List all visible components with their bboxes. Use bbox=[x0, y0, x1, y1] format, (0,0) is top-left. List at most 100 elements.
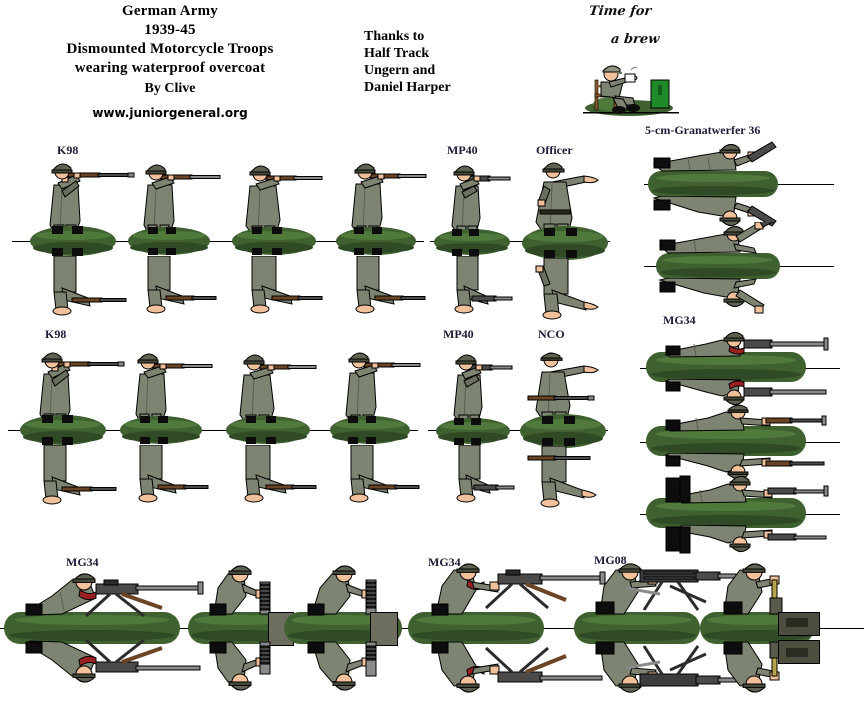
boot-r2f3-a-mirror bbox=[246, 437, 256, 444]
figure-mg34-prone-3 bbox=[646, 474, 861, 504]
label-mp40-row2: MP40 bbox=[443, 327, 474, 341]
label-k98-row1-a: K98 bbox=[57, 143, 79, 157]
boot-r1f2-b-mirror bbox=[166, 248, 176, 255]
title-line-4: wearing waterproof overcoat bbox=[74, 60, 266, 76]
label-granatwerfer: 5-cm-Granatwerfer 36 bbox=[645, 123, 761, 137]
boot-r2f5-b bbox=[471, 418, 481, 425]
boot-r2f2-b bbox=[158, 416, 168, 423]
figure-granatwerfer-crew-1 bbox=[648, 140, 848, 175]
brew-vignette: Time for a brew bbox=[575, 0, 695, 118]
boot-r1f5-a-mirror bbox=[452, 249, 462, 256]
fold-line-row2-right bbox=[428, 430, 608, 431]
boot-r2f3-b bbox=[266, 416, 276, 423]
figure-mg34-tripod-gunner-mirror bbox=[12, 638, 222, 696]
label-k98-row2: K98 bbox=[45, 327, 67, 341]
figure-mp40-kneeling-1 bbox=[434, 255, 544, 316]
boot-r1f6-a bbox=[544, 228, 555, 236]
site-url: www.juniorgeneral.org bbox=[92, 106, 248, 120]
figure-mg34-prone-3-mirror bbox=[646, 524, 861, 565]
title-line-3: Dismounted Motorcycle Troops bbox=[66, 41, 274, 57]
figure-mg34-loader-1 bbox=[188, 558, 308, 618]
brew-caption-line-1: Time for bbox=[588, 4, 653, 19]
ammo-box-r3g6-mirror bbox=[778, 640, 820, 664]
base-gw-1 bbox=[648, 171, 778, 197]
boot-r1f4-a bbox=[354, 227, 364, 234]
label-nco: NCO bbox=[538, 327, 565, 341]
boot-r1f2-a-mirror bbox=[148, 248, 158, 255]
figure-k98-kneeling-8 bbox=[330, 444, 440, 505]
boot-r2f6-a bbox=[542, 416, 553, 424]
figure-granatwerfer-crew-2 bbox=[656, 215, 856, 257]
boot-r1f4-a-mirror bbox=[354, 248, 364, 255]
figure-k98-kneeling-1 bbox=[32, 255, 142, 316]
boot-r2f3-b-mirror bbox=[266, 437, 276, 444]
brew-caption-line-2: a brew bbox=[610, 32, 661, 47]
figure-mg34-kneeling-gunner-mirror bbox=[414, 640, 644, 702]
ammo-box-r3g3 bbox=[370, 612, 398, 646]
title-line-2: 1939-45 bbox=[144, 22, 196, 38]
boot-r2f6-b bbox=[564, 416, 575, 424]
base-oval-r1f6 bbox=[522, 226, 608, 260]
thanks-line-3: Ungern and bbox=[364, 63, 436, 78]
figure-mg34-loader-2-mirror bbox=[290, 640, 420, 702]
figure-mg34-prone-1 bbox=[646, 330, 861, 358]
figure-mp40-kneeling-2 bbox=[436, 444, 546, 505]
boot-r1f1-a-mirror bbox=[52, 248, 63, 256]
boot-r1f3-a-mirror bbox=[252, 248, 262, 255]
boot-r2f2-a-mirror bbox=[140, 437, 150, 444]
boot-r2f1-b bbox=[62, 415, 73, 423]
figure-nco-kneeling bbox=[520, 445, 640, 508]
label-mg34-row3-b: MG34 bbox=[428, 555, 461, 569]
boot-r1f3-b bbox=[272, 227, 282, 234]
label-mg34-right: MG34 bbox=[663, 313, 696, 327]
base-r3g1 bbox=[4, 612, 180, 644]
boot-r1f4-b bbox=[372, 227, 382, 234]
figure-mg08-gunner bbox=[578, 558, 778, 618]
boot-r1f1-b-mirror bbox=[72, 248, 83, 256]
label-mg34-row3-a: MG34 bbox=[66, 555, 99, 569]
boot-r1f1-b bbox=[72, 226, 83, 234]
figure-mg34-loader-2 bbox=[290, 558, 420, 618]
figure-mg34-prone-1-mirror bbox=[646, 378, 861, 415]
base-r3g4 bbox=[408, 612, 544, 644]
label-mp40-row1: MP40 bbox=[447, 143, 478, 157]
figure-mg34-loader-1-mirror bbox=[188, 640, 308, 702]
boot-r1f2-a bbox=[148, 227, 158, 234]
boot-r2f1-a bbox=[42, 415, 53, 423]
figure-mg08-loader bbox=[704, 558, 844, 618]
boot-r2f3-a bbox=[246, 416, 256, 423]
figure-mg08-gunner-mirror bbox=[578, 640, 778, 702]
figure-k98-kneeling-3 bbox=[232, 255, 342, 316]
boot-r2f1-a-mirror bbox=[42, 437, 53, 445]
base-r3g5 bbox=[574, 612, 700, 644]
title-line-1: German Army bbox=[122, 3, 218, 19]
figure-granatwerfer-crew-2-mirror bbox=[656, 277, 856, 320]
figure-mg08-loader-mirror bbox=[704, 640, 844, 702]
base-mg-3 bbox=[646, 498, 806, 528]
boot-r1f3-a bbox=[252, 227, 262, 234]
boot-r1f5-a bbox=[452, 229, 462, 236]
thanks-line-1: Thanks to bbox=[364, 29, 425, 44]
boot-r1f5-b-mirror bbox=[469, 249, 479, 256]
boot-r2f5-a bbox=[454, 418, 464, 425]
figure-mg34-prone-2 bbox=[646, 402, 861, 432]
ammo-box-r3g6-lid bbox=[786, 618, 808, 627]
base-oval-r2f6 bbox=[520, 414, 606, 448]
byline: By Clive bbox=[144, 81, 196, 96]
boot-r1f5-b bbox=[469, 229, 479, 236]
figure-k98-kneeling-5 bbox=[22, 444, 132, 505]
boot-r2f4-a-mirror bbox=[348, 437, 358, 444]
figure-mg34-prone-2-mirror bbox=[646, 452, 861, 491]
boot-r2f4-a bbox=[348, 416, 358, 423]
boot-r1f6-a-mirror bbox=[544, 250, 555, 258]
boot-r2f4-b bbox=[366, 416, 376, 423]
thanks-line-2: Half Track bbox=[364, 46, 430, 61]
figure-k98-kneeling-7 bbox=[226, 444, 336, 505]
boot-r2f5-a-mirror bbox=[454, 438, 464, 445]
fold-line-row2-left bbox=[8, 430, 418, 431]
page-title: German Army 1939-45 Dismounted Motorcycl… bbox=[0, 2, 340, 98]
boot-r1f6-b bbox=[566, 228, 577, 236]
boot-r1f4-b-mirror bbox=[372, 248, 382, 255]
figure-mg34-tripod-gunner bbox=[12, 568, 222, 618]
label-officer: Officer bbox=[536, 143, 573, 157]
